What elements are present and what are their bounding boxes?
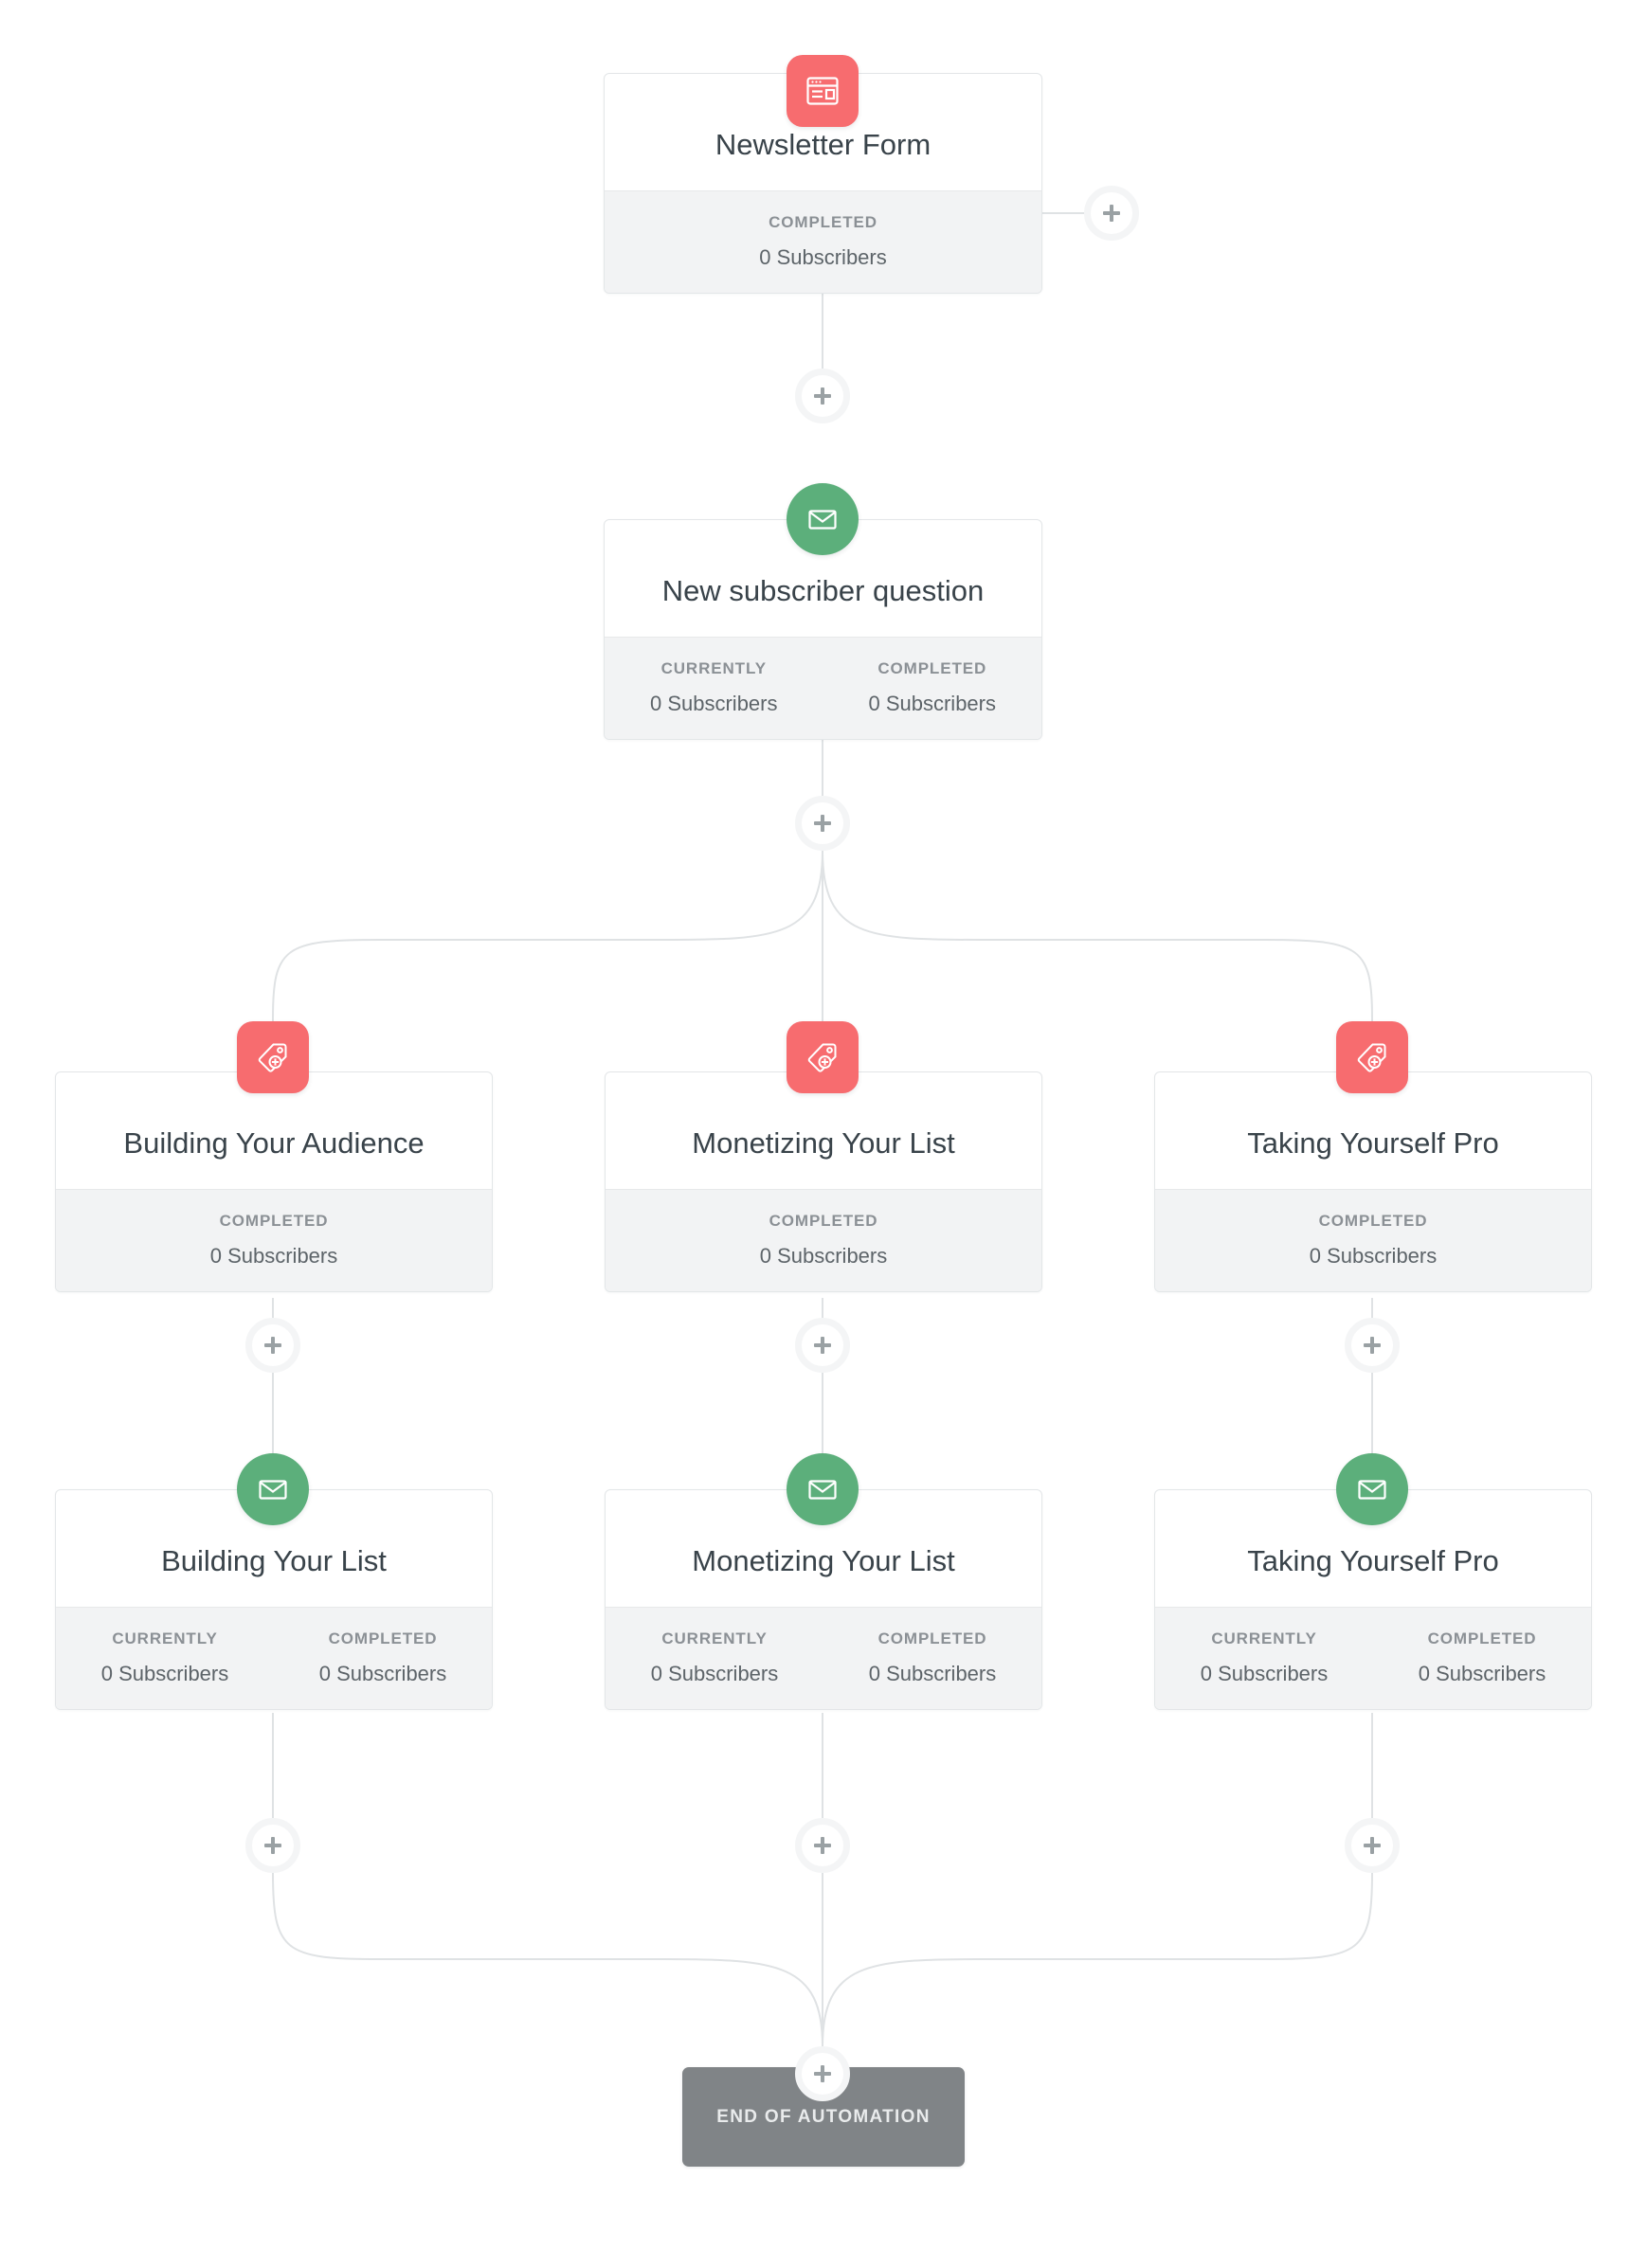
card-stats: COMPLETED 0 Subscribers [606, 1189, 1041, 1292]
card-title: Building Your Audience [123, 1126, 425, 1160]
email-icon [237, 1453, 309, 1525]
stat-value: 0 Subscribers [318, 1662, 447, 1686]
card-title: Building Your List [161, 1544, 387, 1577]
card-stats: COMPLETED 0 Subscribers [1155, 1189, 1591, 1292]
stat-label: COMPLETED [219, 1212, 329, 1231]
card-stats: CURRENTLY 0 Subscribers COMPLETED 0 Subs… [56, 1607, 492, 1710]
wire-branch-right [822, 850, 1373, 1040]
tag-add-icon [787, 1021, 859, 1093]
add-step-button-col2-after-email[interactable] [795, 1818, 850, 1873]
node-card-email-building-your-list[interactable]: Building Your List CURRENTLY 0 Subscribe… [55, 1489, 493, 1711]
end-of-automation-label: END OF AUTOMATION [716, 2106, 931, 2127]
stat-label: COMPLETED [769, 1212, 878, 1231]
tag-add-icon [237, 1021, 309, 1093]
stat-label: CURRENTLY [112, 1629, 218, 1648]
stat-label: CURRENTLY [1211, 1629, 1317, 1648]
stat-value: 0 Subscribers [1309, 1244, 1438, 1269]
stat-label: COMPLETED [328, 1629, 438, 1648]
card-stats: COMPLETED 0 Subscribers [605, 190, 1041, 294]
stat-label: COMPLETED [877, 659, 987, 678]
node-card-tag-monetizing-your-list[interactable]: Monetizing Your List COMPLETED 0 Subscri… [605, 1071, 1042, 1293]
email-icon [1336, 1453, 1408, 1525]
stat-value: 0 Subscribers [649, 692, 778, 716]
card-title: Newsletter Form [714, 128, 932, 161]
stat-value: 0 Subscribers [759, 1244, 888, 1269]
email-icon [787, 483, 859, 555]
add-step-button-branch[interactable] [795, 796, 850, 851]
stat-completed: COMPLETED 0 Subscribers [274, 1630, 492, 1684]
form-icon [787, 55, 859, 127]
wire-merge-left [272, 1872, 823, 2047]
add-step-button-col1-after-email[interactable] [245, 1818, 300, 1873]
stat-currently: CURRENTLY 0 Subscribers [605, 660, 823, 714]
stat-completed: COMPLETED 0 Subscribers [605, 214, 1041, 268]
add-step-button-form-side[interactable] [1084, 186, 1139, 241]
wire-merge-right [822, 1872, 1373, 2047]
wire-branch-left [272, 850, 823, 1040]
add-step-button-col2-after-tag[interactable] [795, 1318, 850, 1373]
stat-value: 0 Subscribers [209, 1244, 338, 1269]
stat-currently: CURRENTLY 0 Subscribers [1155, 1630, 1373, 1684]
stat-value: 0 Subscribers [868, 1662, 997, 1686]
add-step-button-col3-after-tag[interactable] [1345, 1318, 1400, 1373]
add-step-button-before-end[interactable] [795, 2046, 850, 2101]
card-stats: CURRENTLY 0 Subscribers COMPLETED 0 Subs… [605, 637, 1042, 740]
card-title: Monetizing Your List [692, 1126, 955, 1160]
card-title: Monetizing Your List [692, 1544, 955, 1577]
stat-value: 0 Subscribers [650, 1662, 779, 1686]
email-icon [787, 1453, 859, 1525]
stat-completed: COMPLETED 0 Subscribers [56, 1213, 492, 1267]
card-title: Taking Yourself Pro [1247, 1544, 1499, 1577]
stat-currently: CURRENTLY 0 Subscribers [606, 1630, 823, 1684]
stat-value: 0 Subscribers [868, 692, 996, 716]
stat-label: COMPLETED [877, 1629, 987, 1648]
node-card-tag-building-your-audience[interactable]: Building Your Audience COMPLETED 0 Subsc… [55, 1071, 493, 1293]
stat-value: 0 Subscribers [1418, 1662, 1547, 1686]
stat-completed: COMPLETED 0 Subscribers [823, 660, 1042, 714]
card-title: Taking Yourself Pro [1247, 1126, 1499, 1160]
stat-completed: COMPLETED 0 Subscribers [1373, 1630, 1591, 1684]
stat-value: 0 Subscribers [1200, 1662, 1329, 1686]
stat-label: CURRENTLY [660, 659, 767, 678]
add-step-button-col3-after-email[interactable] [1345, 1818, 1400, 1873]
stat-currently: CURRENTLY 0 Subscribers [56, 1630, 274, 1684]
add-step-button-after-form[interactable] [795, 369, 850, 423]
stat-value: 0 Subscribers [100, 1662, 229, 1686]
card-stats: COMPLETED 0 Subscribers [56, 1189, 492, 1292]
tag-add-icon [1336, 1021, 1408, 1093]
stat-label: CURRENTLY [661, 1629, 768, 1648]
stat-label: COMPLETED [769, 213, 877, 232]
stat-label: COMPLETED [1427, 1629, 1537, 1648]
stat-value: 0 Subscribers [759, 245, 887, 270]
stat-completed: COMPLETED 0 Subscribers [606, 1213, 1041, 1267]
node-card-email-monetizing-your-list[interactable]: Monetizing Your List CURRENTLY 0 Subscri… [605, 1489, 1042, 1711]
stat-label: COMPLETED [1318, 1212, 1428, 1231]
card-title: New subscriber question [661, 574, 985, 607]
node-card-tag-taking-yourself-pro[interactable]: Taking Yourself Pro COMPLETED 0 Subscrib… [1154, 1071, 1592, 1293]
card-stats: CURRENTLY 0 Subscribers COMPLETED 0 Subs… [606, 1607, 1041, 1710]
node-card-email-taking-yourself-pro[interactable]: Taking Yourself Pro CURRENTLY 0 Subscrib… [1154, 1489, 1592, 1711]
stat-completed: COMPLETED 0 Subscribers [823, 1630, 1041, 1684]
add-step-button-col1-after-tag[interactable] [245, 1318, 300, 1373]
stat-completed: COMPLETED 0 Subscribers [1155, 1213, 1591, 1267]
card-stats: CURRENTLY 0 Subscribers COMPLETED 0 Subs… [1155, 1607, 1591, 1710]
